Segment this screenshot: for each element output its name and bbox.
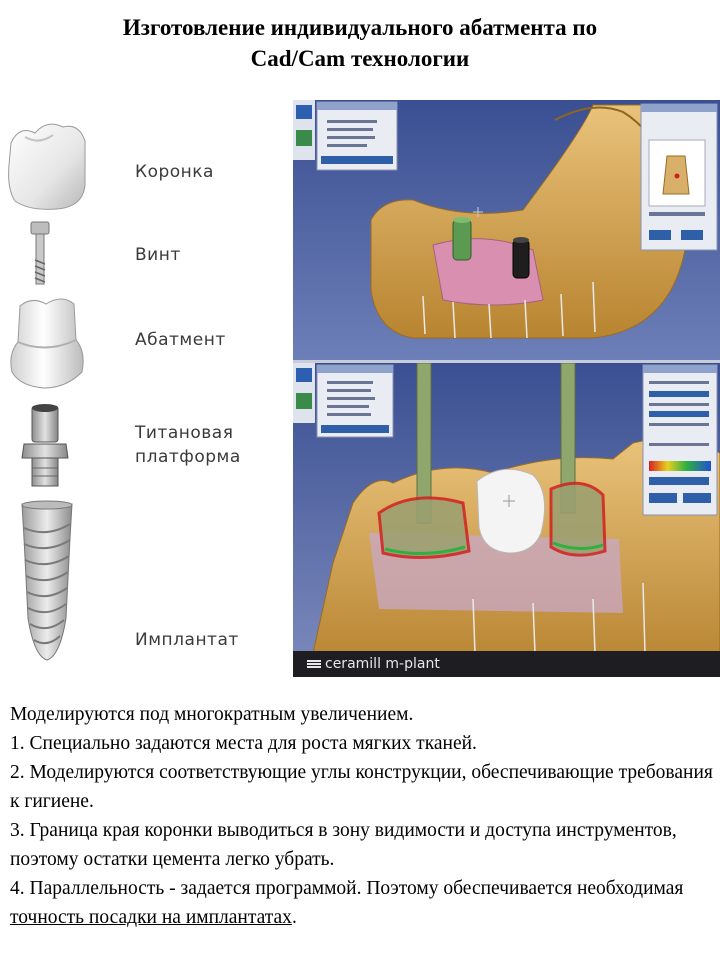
part-label-titanium-line-2: платформа <box>135 447 241 467</box>
abutment-image <box>10 298 84 389</box>
notes-intro: Моделируются под многократным увеличение… <box>10 704 414 725</box>
part-label-abutment: Абатмент <box>135 330 226 350</box>
cad-view-top <box>293 100 720 360</box>
notes-item-4-start: 4. Параллельность - задается программой.… <box>10 878 684 899</box>
screw-image <box>30 221 50 285</box>
brand-name: ceramill m-plant <box>325 656 440 672</box>
part-label-screw: Винт <box>135 245 181 265</box>
title-line-2: Cad/Cam технологии <box>250 46 470 71</box>
ceramill-logo-icon <box>307 660 321 668</box>
title-line-1: Изготовление индивидуального абатмента п… <box>122 15 598 40</box>
part-label-crown: Коронка <box>135 162 214 182</box>
notes-text: Моделируются под многократным увеличение… <box>10 700 715 932</box>
notes-item-2: 2. Моделируются соответствующие углы кон… <box>10 762 713 812</box>
cad-view-bottom <box>293 363 720 677</box>
titanium-platform-image <box>21 404 69 487</box>
cad-cam-screenshot: ceramill m-plant <box>293 100 720 677</box>
notes-item-4-underlined: точность посадки на имплантатах <box>10 907 292 928</box>
implant-image <box>21 500 73 661</box>
brand-bar: ceramill m-plant <box>293 651 720 677</box>
implant-parts-column: Коронка Винт Абатмент <box>0 100 290 680</box>
notes-item-4-end: . <box>291 907 297 928</box>
part-label-titanium-line-1: Титановая <box>135 423 234 443</box>
notes-item-3: 3. Граница края коронки выводиться в зон… <box>10 820 677 870</box>
page-title: Изготовление индивидуального абатмента п… <box>0 12 720 74</box>
notes-item-1: 1. Специально задаются места для роста м… <box>10 733 477 754</box>
panel-divider <box>293 360 720 363</box>
part-label-titanium-platform: Титановая платформа <box>135 421 241 469</box>
notes-item-4: 4. Параллельность - задается программой.… <box>10 874 715 932</box>
crown-image <box>8 123 86 210</box>
part-label-implant: Имплантат <box>135 630 239 650</box>
